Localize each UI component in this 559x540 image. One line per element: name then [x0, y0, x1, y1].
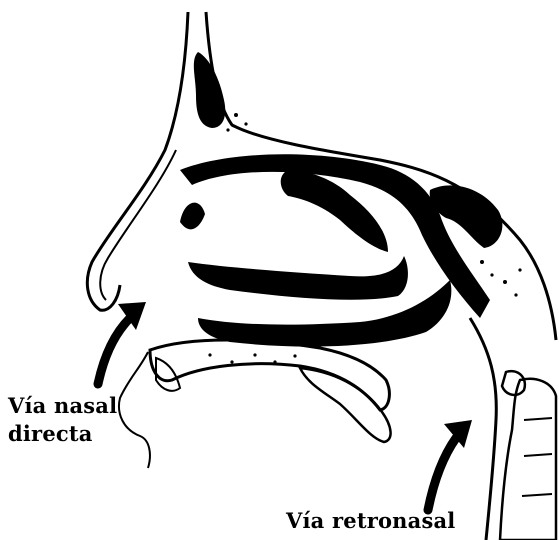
direct-route-label-line1: Vía nasal [8, 392, 117, 420]
teeth [156, 358, 180, 391]
septum-contour [180, 203, 205, 230]
nasal-bone-outline [87, 12, 188, 310]
nasal-bridge-line [100, 150, 176, 300]
retronasal-route-arrow [428, 420, 472, 510]
spine-lines [522, 418, 552, 496]
hard-palate [150, 340, 389, 410]
upper-lip [119, 352, 150, 468]
middle-turbinate [188, 256, 408, 300]
pharynx-wall [470, 318, 496, 540]
direct-route-label-line2: directa [8, 420, 117, 448]
frontal-sinus [194, 52, 225, 128]
direct-route-arrow [98, 302, 146, 384]
retronasal-route-label: Vía retronasal [286, 507, 455, 535]
direct-route-label: Vía nasal directa [8, 392, 117, 448]
